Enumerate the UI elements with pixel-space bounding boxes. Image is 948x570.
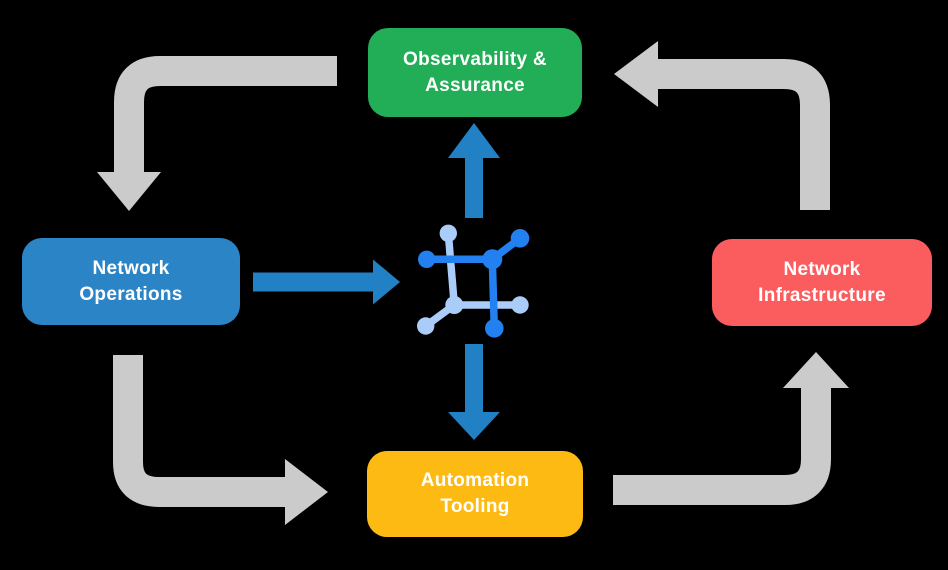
arrow-head [285, 459, 328, 525]
icon-node-top [439, 224, 457, 242]
node-label-line: Automation [420, 470, 530, 491]
node-label-line: Network [783, 258, 861, 280]
icon-node-right [511, 296, 529, 314]
icon-node-left [418, 250, 436, 268]
node-label-line: Operations [79, 283, 183, 305]
arrow-head [373, 259, 400, 305]
arrow-head [614, 41, 658, 107]
node-network-operations: Network Operations [22, 238, 240, 325]
node-label-line: Observability & [403, 48, 547, 70]
arrow-shaft [114, 56, 337, 172]
arrow-operations-to-center [253, 259, 400, 305]
node-network-infrastructure: Network Infrastructure [712, 239, 932, 326]
arrow-observability-to-operations [97, 56, 337, 211]
node-label-line: Infrastructure [758, 284, 886, 306]
node-label-line: Tooling [440, 496, 510, 517]
icon-line-right-edge [488, 255, 499, 333]
arrow-center-to-observability [448, 123, 500, 218]
arrow-shaft [113, 355, 285, 507]
icon-node-corner-light [445, 296, 464, 314]
arrow-automation-to-infrastructure [613, 352, 849, 505]
arrow-infrastructure-to-observability [614, 41, 830, 210]
arrow-operations-to-automation [113, 355, 328, 525]
icon-node-top-right [510, 229, 530, 248]
arrow-head [448, 412, 500, 440]
network-mesh-icon [417, 224, 530, 338]
node-observability-assurance: Observability & Assurance [368, 28, 582, 117]
node-automation-tooling: Automation Tooling [367, 451, 583, 537]
arrow-head [448, 123, 500, 158]
icon-node-corner-dark [482, 249, 503, 270]
arrow-center-to-automation [448, 344, 500, 440]
arrow-head [97, 172, 161, 211]
icon-node-bottom [485, 319, 504, 338]
arrow-shaft [658, 59, 830, 210]
node-label-line: Assurance [425, 74, 525, 96]
arrow-head [783, 352, 849, 388]
arrow-shaft [613, 388, 831, 505]
icon-line-left-edge [444, 229, 459, 309]
node-label-line: Network [92, 257, 170, 279]
icon-node-bottom-left [417, 317, 435, 335]
